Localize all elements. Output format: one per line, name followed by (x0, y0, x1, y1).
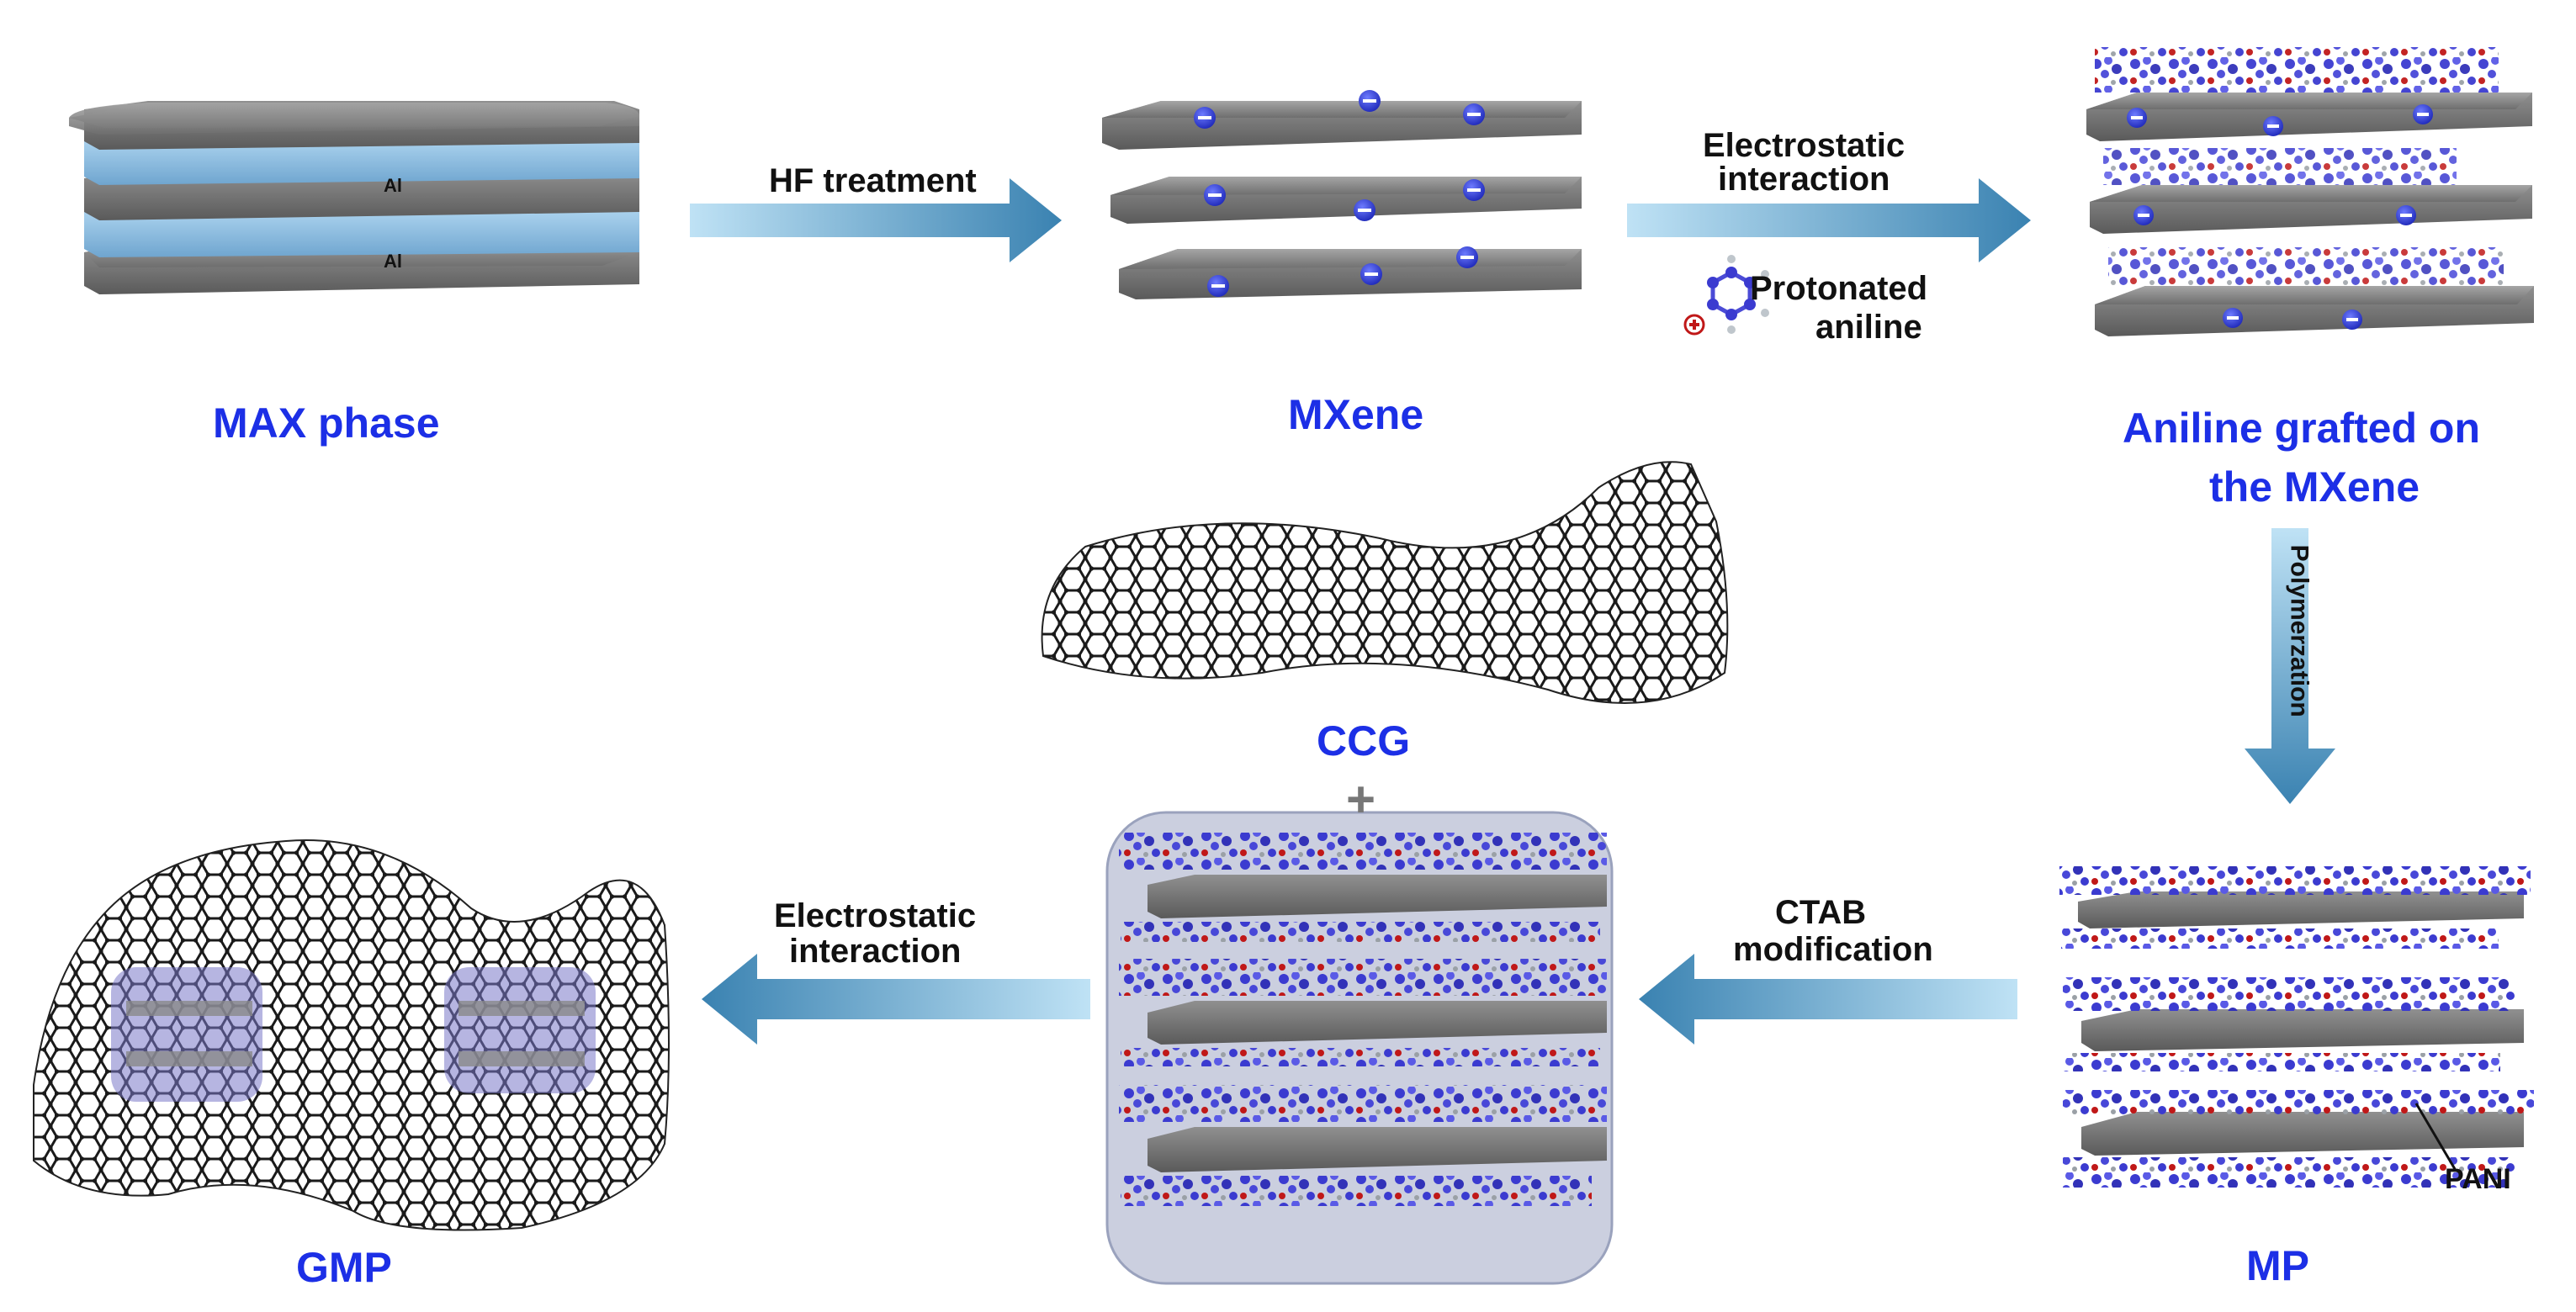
electrostatic-top-line2: interaction (1718, 161, 1890, 198)
plus-sign: + (1346, 771, 1376, 828)
mxene-label: MXene (1288, 391, 1424, 438)
ctab-line1: CTAB (1775, 894, 1867, 931)
al-label-2: Al (384, 251, 402, 272)
ccg-label: CCG (1317, 717, 1411, 764)
arrow-polymerization (2245, 528, 2335, 804)
protonated-line2: aniline (1815, 309, 1922, 346)
aniline-grafted-label-line1: Aniline grafted on (2123, 405, 2480, 452)
ctab-line2: modification (1733, 931, 1933, 968)
mp-stack (2059, 866, 2534, 1188)
max-phase-label: MAX phase (213, 399, 440, 447)
al-label-1: Al (384, 175, 402, 196)
hf-treatment-label: HF treatment (769, 162, 977, 199)
mxene-sheet-2 (1110, 177, 1582, 224)
ccg-graphene-sheet (1041, 461, 1729, 704)
gmp-label: GMP (296, 1244, 392, 1291)
electrostatic-bottom-line2: interaction (789, 933, 962, 970)
mxene-sheet-3 (1119, 249, 1582, 299)
aniline-grafted-label-line2: the MXene (2209, 463, 2420, 511)
protonated-line1: Protonated (1750, 270, 1928, 307)
arrow-hf-treatment (690, 178, 1062, 262)
arrow-ctab-modification (1639, 954, 2017, 1045)
negative-charge-icons (1194, 90, 1485, 297)
mxene-stack (1102, 90, 1582, 299)
electrostatic-bottom-line1: Electrostatic (774, 897, 977, 934)
arrow-electrostatic-bottom (702, 954, 1090, 1045)
aniline-grafted-stack (2086, 47, 2534, 336)
arrow-electrostatic-top (1627, 178, 2031, 262)
mxene-sheet-1 (1102, 101, 1582, 150)
mp-label: MP (2246, 1242, 2309, 1289)
ctab-modified-mp (1105, 811, 1614, 1285)
pani-label: PANI (2445, 1163, 2511, 1195)
protonated-aniline-molecule (1683, 255, 1769, 336)
max-phase-stack (69, 101, 639, 294)
polymerization-label: Polymerzation (2285, 544, 2314, 717)
gmp-composite (33, 839, 670, 1231)
electrostatic-top-line1: Electrostatic (1703, 127, 1905, 164)
